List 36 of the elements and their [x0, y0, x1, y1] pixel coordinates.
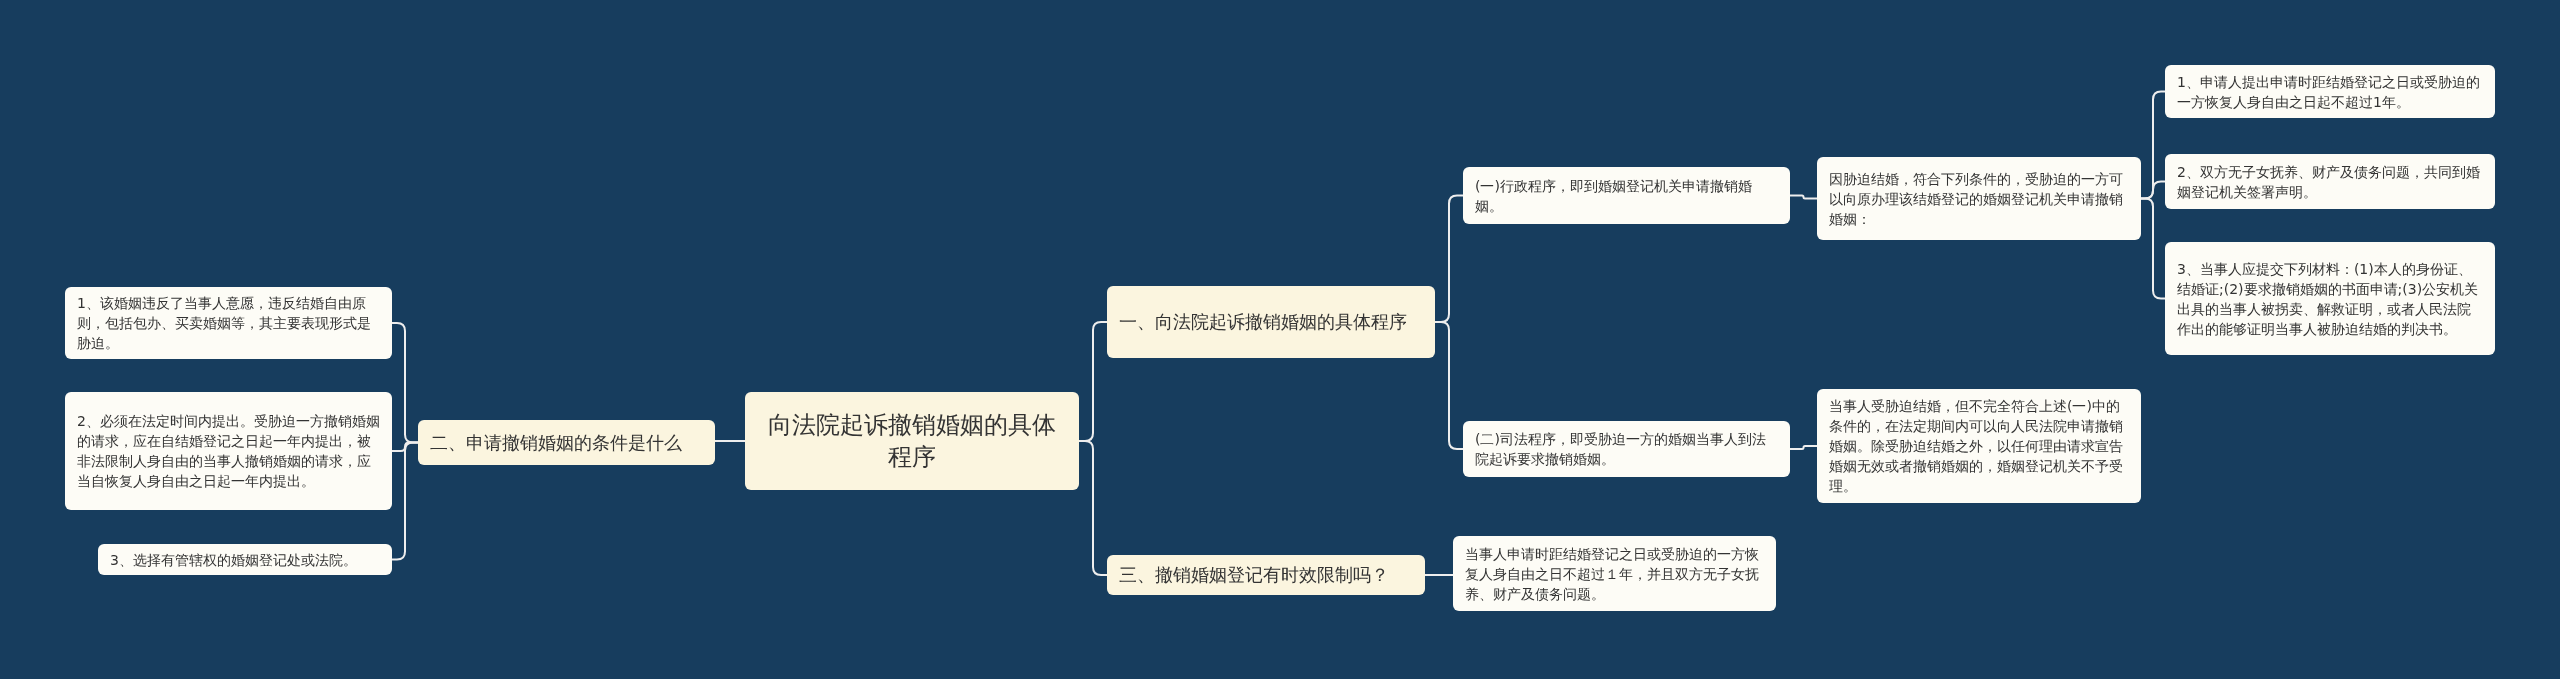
node-text: 2、双方无子女抚养、财产及债务问题，共同到婚姻登记机关签署声明。	[2177, 162, 2481, 202]
node-text: (二)司法程序，即受胁迫一方的婚姻当事人到法院起诉要求撤销婚姻。	[1475, 430, 1767, 469]
branch-topic	[1107, 286, 1435, 358]
node-text: 一、向法院起诉撤销婚姻的具体程序	[1119, 310, 1408, 334]
leaf-card	[1817, 157, 2141, 240]
connector-line	[1789, 194, 1818, 200]
node-text: 1、申请人提出申请时距结婚登记之日或受胁迫的一方恢复人身自由之日起不超过1年。	[2177, 72, 2481, 112]
connector-line	[1424, 574, 1454, 576]
node-text: (一)行政程序，即到婚姻登记机关申请撤销婚姻。	[1475, 176, 1753, 216]
leaf-card	[65, 392, 392, 510]
branch-topic	[418, 420, 715, 465]
leaf-card	[1453, 536, 1776, 611]
node-text: 3、选择有管辖权的婚姻登记处或法院。	[110, 550, 358, 570]
connector-line	[2140, 197, 2166, 300]
connector-line	[714, 440, 746, 442]
leaf-card	[2165, 65, 2495, 118]
node-text: 当事人受胁迫结婚，但不完全符合上述(一)中的条件的，在法定期间内可以向人民法院申请撤销婚姻。除受胁迫结婚之外，以任何理由请求宣告婚姻无效或者撤销婚姻的，婚姻登记机关不予受理。	[1829, 397, 2124, 496]
node-text: 因胁迫结婚，符合下列条件的，受胁迫的一方可以向原办理该结婚登记的婚姻登记机关申请撤销婚姻：	[1829, 169, 2124, 229]
node-text: 1、该婚姻违反了当事人意愿，违反结婚自由原则，包括包办、买卖婚姻等，其主要表现形式是胁迫。	[77, 294, 372, 353]
node-text: 当事人申请时距结婚登记之日或受胁迫的一方恢复人身自由之日不超过１年，并且双方无子女抚养、财产及债务问题。	[1465, 544, 1760, 604]
leaf-card	[2165, 242, 2495, 355]
node-text: 3、当事人应提交下列材料：(1)本人的身份证、结婚证;(2)要求撤销婚姻的书面申请;(3)公安机关出具的当事人被拐卖、解救证明，或者人民法院作出的能够证明当事人被胁迫结婚的判决书。	[2177, 259, 2480, 339]
node-text: 2、必须在法定时间内提出。受胁迫一方撤销婚姻的请求，应在自结婚登记之日起一年内提出，被非法限制人身自由的当事人撤销婚姻的请求，应当自恢复人身自由之日起一年内提出。	[77, 412, 380, 491]
root-topic	[745, 392, 1079, 490]
connector-line	[1078, 440, 1108, 576]
connector-line	[1789, 445, 1818, 450]
leaf-card	[2165, 154, 2495, 209]
node-text: 三、撤销婚姻登记有时效限制吗？	[1119, 563, 1390, 587]
node-text: 二、申请撤销婚姻的条件是什么	[430, 430, 683, 455]
branch-topic	[1107, 555, 1425, 595]
leaf-card	[98, 544, 392, 575]
leaf-card	[1817, 389, 2141, 503]
leaf-card	[65, 287, 392, 359]
leaf-card	[1463, 421, 1790, 477]
leaf-card	[1463, 167, 1790, 224]
node-text: 向法院起诉撤销婚姻的具体程序	[767, 410, 1057, 473]
